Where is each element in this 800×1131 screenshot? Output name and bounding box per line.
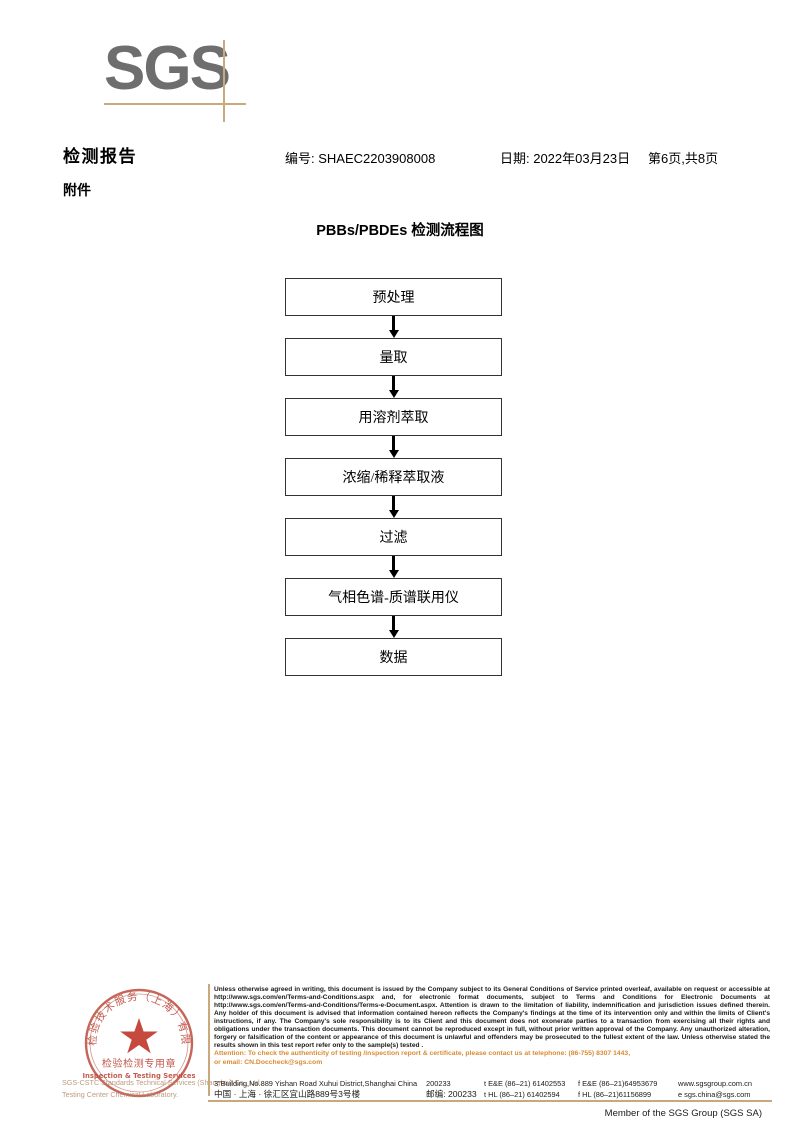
seal-caption-line1: SGS-CSTC Standards Technical Services (S… bbox=[62, 1078, 262, 1087]
table-row: 3"Building,No.889 Yishan Road Xuhui Dist… bbox=[214, 1078, 772, 1089]
phone-ee-fax: f E&E (86–21)64953679 bbox=[578, 1079, 658, 1088]
footer-legal-block: Unless otherwise agreed in writing, this… bbox=[214, 986, 770, 1068]
page-subtitle: 附件 bbox=[63, 182, 91, 198]
logo-horizontal-rule bbox=[104, 103, 246, 105]
page-title: 检测报告 bbox=[63, 147, 137, 166]
flow-node: 气相色谱-质谱联用仪 bbox=[285, 578, 502, 616]
flow-arrow-down-icon bbox=[285, 436, 502, 458]
postcode-en: 200233 bbox=[426, 1079, 451, 1088]
phone-hl-fax: f HL (86–21)61156899 bbox=[578, 1090, 652, 1099]
flowchart-title: PBBs/PBDEs 检测流程图 bbox=[316, 223, 484, 239]
report-date: 日期: 2022年03月23日 bbox=[500, 151, 631, 166]
address-en: 3"Building,No.889 Yishan Road Xuhui Dist… bbox=[214, 1079, 418, 1088]
flow-arrow-down-icon bbox=[285, 316, 502, 338]
inspection-seal-stamp: 质检检验技术服务（上海）有限公司 检验检测专用章 Inspection & Te… bbox=[83, 987, 195, 1099]
flowchart: 预处理 量取 用溶剂萃取 浓缩/稀释萃取液 过滤 气相色谱-质谱联用仪 数据 bbox=[285, 278, 504, 676]
footer-horizontal-divider bbox=[208, 1100, 772, 1102]
flow-arrow-down-icon bbox=[285, 616, 502, 638]
flow-arrow-down-icon bbox=[285, 556, 502, 578]
sgs-logo-text: SGS bbox=[104, 34, 231, 103]
flow-node: 预处理 bbox=[285, 278, 502, 316]
flow-node: 用溶剂萃取 bbox=[285, 398, 502, 436]
footer-address-table: 3"Building,No.889 Yishan Road Xuhui Dist… bbox=[214, 1078, 772, 1100]
attention-line-1: Attention: To check the authenticity of … bbox=[214, 1050, 631, 1058]
phone-hl-tel: t HL (86–21) 61402594 bbox=[484, 1090, 560, 1099]
website-link[interactable]: www.sgsgroup.com.cn bbox=[678, 1079, 752, 1088]
postcode-cn: 邮编: 200233 bbox=[426, 1089, 477, 1099]
page-indicator: 第6页,共8页 bbox=[648, 151, 719, 166]
flow-arrow-down-icon bbox=[285, 496, 502, 518]
flow-node: 过滤 bbox=[285, 518, 502, 556]
flow-node: 数据 bbox=[285, 638, 502, 676]
member-of-sgs-group: Member of the SGS Group (SGS SA) bbox=[604, 1108, 762, 1119]
flow-arrow-down-icon bbox=[285, 376, 502, 398]
svg-text:检验检测专用章: 检验检测专用章 bbox=[102, 1057, 176, 1070]
phone-ee-tel: t E&E (86–21) 61402553 bbox=[484, 1079, 566, 1088]
table-row: 中国 · 上海 · 徐汇区宜山路889号3号楼 邮编: 200233 t HL … bbox=[214, 1089, 772, 1100]
flow-node: 量取 bbox=[285, 338, 502, 376]
flow-node: 浓缩/稀释萃取液 bbox=[285, 458, 502, 496]
logo-vertical-rule bbox=[223, 40, 225, 122]
address-cn: 中国 · 上海 · 徐汇区宜山路889号3号楼 bbox=[214, 1089, 361, 1099]
svg-text:Inspection & Testing Services: Inspection & Testing Services bbox=[83, 1072, 195, 1080]
seal-caption-line2: Testing Center Chemical Laboratory. bbox=[62, 1090, 179, 1099]
attention-line-2: or email: CN.Doccheck@sgs.com bbox=[214, 1058, 323, 1066]
sgs-logo: SGS bbox=[104, 34, 344, 122]
legal-terms-text: Unless otherwise agreed in writing, this… bbox=[214, 986, 770, 1050]
report-number: 编号: SHAEC2203908008 bbox=[285, 151, 436, 166]
email-link[interactable]: e sgs.china@sgs.com bbox=[678, 1090, 751, 1099]
footer-vertical-divider bbox=[208, 984, 210, 1096]
